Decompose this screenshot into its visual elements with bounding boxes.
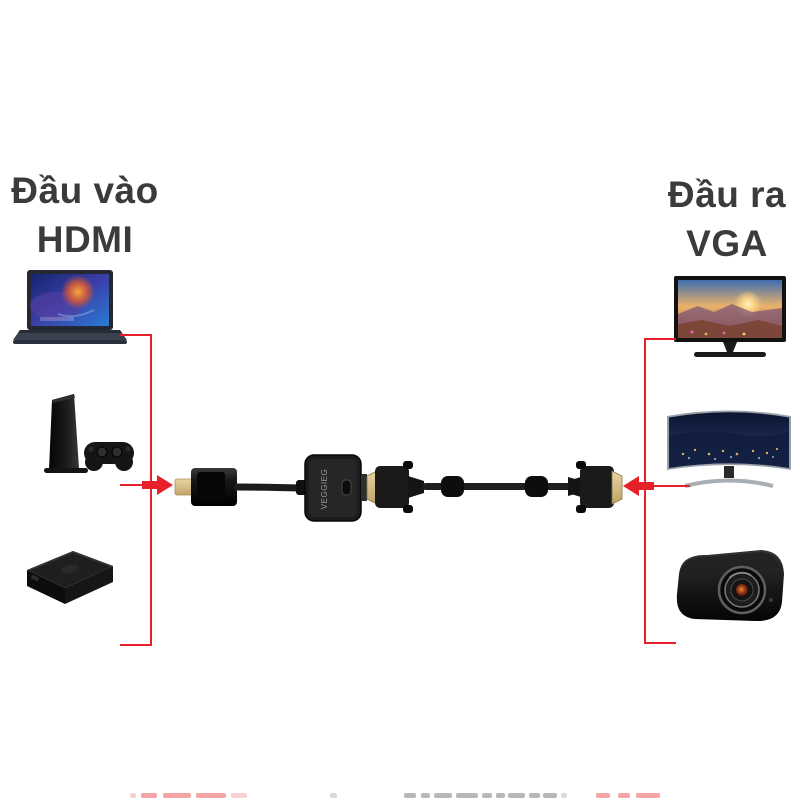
input-title-line1: Đầu vào [11, 170, 159, 211]
curved-tv-icon [665, 402, 793, 503]
output-title-line1: Đầu ra [667, 174, 787, 215]
input-bracket-top-stub [120, 334, 152, 336]
tv-box-icon [15, 540, 120, 633]
adapter-brand-label: VEGGIEG [320, 469, 329, 509]
input-bracket-vertical-line [150, 334, 152, 646]
output-arrow-icon [623, 476, 639, 496]
ferrite-bead-right [525, 476, 548, 497]
output-title-line2: VGA [686, 223, 768, 264]
hdmi-plug-icon [174, 468, 237, 506]
game-console-icon [22, 390, 142, 490]
input-bracket-bottom-stub [120, 644, 152, 646]
monitor-icon [672, 276, 788, 371]
adapter-cable [233, 483, 304, 492]
laptop-icon [12, 270, 127, 361]
gamepad-icon [84, 442, 134, 471]
input-arrow-body [142, 481, 158, 489]
output-bracket-vertical-line [644, 338, 646, 644]
output-title: Đầu ra VGA [658, 170, 796, 268]
input-arrow-line [120, 484, 146, 486]
vga-plug-left-icon [366, 461, 424, 513]
vga-plug-right-icon [568, 461, 623, 513]
ferrite-bead-left [441, 476, 464, 497]
output-bracket-bottom-stub [644, 642, 676, 644]
output-bracket-top-stub [644, 338, 676, 340]
input-title-line2: HDMI [36, 219, 134, 260]
output-arrow-body [638, 482, 654, 490]
input-title: Đầu vào HDMI [0, 166, 170, 264]
hdmi-vga-adapter-image: VEGGIEG [170, 448, 630, 541]
adapter-body: VEGGIEG [304, 454, 367, 522]
projector-icon [665, 542, 793, 641]
input-arrow-icon [157, 475, 173, 495]
output-arrow-line [650, 485, 690, 487]
